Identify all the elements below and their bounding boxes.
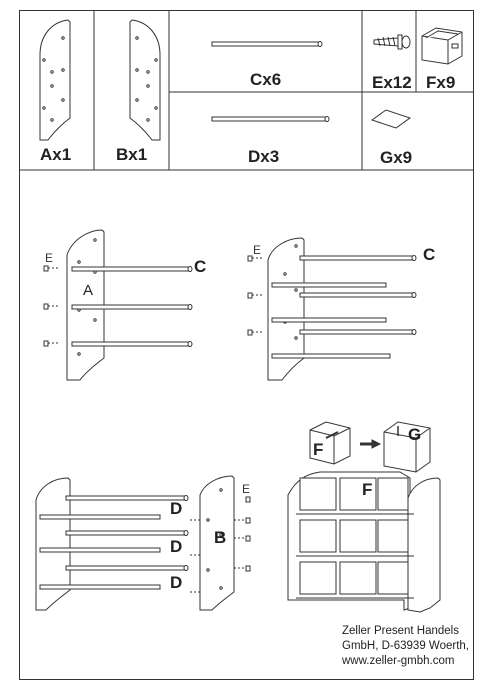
step4-label-g: G xyxy=(408,425,422,444)
step3-label-d2: D xyxy=(170,537,183,556)
step1-label-c: C xyxy=(194,257,207,276)
part-f-label: Fx9 xyxy=(426,73,456,92)
part-b-panel xyxy=(129,19,161,141)
part-f-box xyxy=(421,27,463,65)
footer-line-3: www.zeller-gmbh.com xyxy=(342,655,455,667)
step1-label-a: A xyxy=(83,282,94,299)
step4-label-f2: F xyxy=(362,480,373,499)
step1-drawing xyxy=(43,229,193,381)
step4-label-f: F xyxy=(313,440,324,459)
step4-assembled-shelf xyxy=(287,471,441,613)
step3-label-d1: D xyxy=(170,499,183,518)
part-e-label: Ex12 xyxy=(372,73,412,92)
part-e-screw xyxy=(373,34,411,50)
footer-line-2: GmbH, D-63939 Woerth, xyxy=(342,640,469,652)
step3-label-b: B xyxy=(214,528,227,547)
part-a-panel xyxy=(39,19,71,141)
company-footer: Zeller Present Handels GmbH, D-63939 Woe… xyxy=(342,624,469,669)
step3-drawing xyxy=(35,475,251,611)
step3-label-e: E xyxy=(242,482,251,496)
step3-label-d3: D xyxy=(170,573,183,592)
part-b-label: Bx1 xyxy=(116,145,148,164)
page-border xyxy=(19,10,474,680)
step2-label-e: E xyxy=(253,243,262,257)
part-d-label: Dx3 xyxy=(248,147,280,166)
part-c-rod xyxy=(211,41,323,47)
step2-label-c: C xyxy=(423,245,436,264)
part-g-board xyxy=(370,109,412,129)
part-d-rod xyxy=(211,116,330,122)
step4-box-diagram xyxy=(309,421,431,473)
part-a-label: Ax1 xyxy=(40,145,72,164)
step2-drawing xyxy=(247,237,417,381)
footer-line-1: Zeller Present Handels xyxy=(342,625,459,637)
part-g-label: Gx9 xyxy=(380,148,413,167)
part-c-label: Cx6 xyxy=(250,70,282,89)
step1-label-e: E xyxy=(45,251,54,265)
